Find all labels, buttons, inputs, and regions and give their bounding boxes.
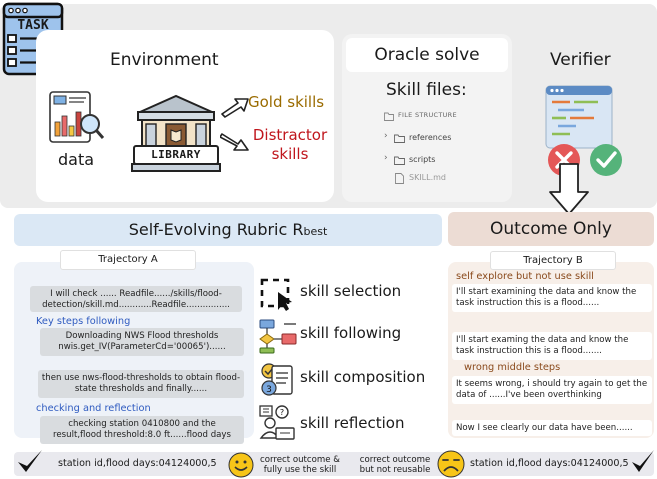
chevron-right-icon: › <box>384 153 388 163</box>
folder-icon <box>394 156 405 165</box>
checkmark-icon <box>630 448 656 476</box>
library-label: LIBRARY <box>151 148 201 161</box>
chevron-right-icon: › <box>384 131 388 141</box>
file-icon <box>395 173 404 184</box>
environment-title: Environment <box>110 50 219 70</box>
checking-reflection-note: checking and reflection <box>36 403 151 414</box>
trajectory-b-step: Now I see clearly our data have been....… <box>452 420 652 436</box>
data-chart-icon <box>46 88 106 146</box>
library-icon: LIBRARY <box>130 90 222 174</box>
skill-reflection-row: ? skill reflection <box>258 404 448 442</box>
skill-selection-row: skill selection <box>260 276 450 312</box>
skill-selection-label: skill selection <box>300 282 402 300</box>
svg-text:?: ? <box>280 408 284 417</box>
tree-item-references[interactable]: › references <box>382 130 508 146</box>
frown-icon <box>436 450 466 478</box>
checklist-icon: 3 <box>261 363 293 396</box>
verifier-title: Verifier <box>550 50 611 70</box>
trajectory-a-step: Downloading NWS Flood thresholds nwis.ge… <box>40 328 244 356</box>
skill-following-row: skill following <box>258 318 448 354</box>
bottom-bar <box>14 452 654 476</box>
skill-following-label: skill following <box>300 324 402 342</box>
svg-text:3: 3 <box>266 385 272 395</box>
trajectory-b-step: I'll start examing the data and know the… <box>452 332 652 360</box>
file-tree: FILE STRUCTURE › references › scripts SK… <box>382 106 508 186</box>
tree-item-scripts[interactable]: › scripts <box>382 152 508 168</box>
rubric-subscript: best <box>303 225 328 238</box>
verifier-icon <box>536 80 640 180</box>
caption-b: correct outcome but not reusable <box>359 455 431 475</box>
wrong-middle-steps-note: wrong middle steps <box>464 362 561 373</box>
key-steps-note: Key steps following <box>36 316 131 327</box>
worker-think-icon: ? <box>259 405 295 440</box>
data-label: data <box>58 150 95 169</box>
trajectory-a-tab[interactable]: Trajectory A <box>60 250 196 270</box>
result-b: station id,flood days:04124000,5 <box>470 458 629 469</box>
oracle-solve-title: Oracle solve <box>346 38 508 72</box>
distractor-skills-label: Distractor skills <box>252 126 328 163</box>
outcome-only-title: Outcome Only <box>448 212 654 246</box>
distractor-arrow-icon <box>219 130 250 152</box>
task-label: TASK <box>17 18 49 33</box>
down-arrow-icon <box>548 162 590 216</box>
skill-composition-row: 3 skill composition <box>258 360 448 398</box>
skill-composition-label: skill composition <box>300 368 426 386</box>
gold-arrow-icon <box>220 96 250 118</box>
trajectory-b-step: I'll start examining the data and know t… <box>452 284 652 312</box>
folder-icon <box>394 134 405 143</box>
tree-item-label: references <box>409 133 452 142</box>
result-a: station id,flood days:04124000,5 <box>58 458 217 469</box>
skill-files-title: Skill files: <box>386 80 467 100</box>
trajectory-a-step: I will check ...... Readfile....../skill… <box>30 286 242 312</box>
rubric-header: Self-Evolving Rubric Rbest <box>14 214 442 246</box>
gold-skills-label: Gold skills <box>248 93 325 111</box>
checkmark-icon <box>16 448 44 476</box>
folder-outline-icon <box>384 112 394 121</box>
trajectory-a-step: then use nws-flood-thresholds to obtain … <box>38 370 244 398</box>
trajectory-b-tab[interactable]: Trajectory B <box>490 251 616 270</box>
self-explore-note: self explore but not use skill <box>456 271 594 282</box>
rubric-title: Self-Evolving Rubric R <box>128 220 304 239</box>
skill-reflection-label: skill reflection <box>300 414 405 432</box>
caption-a: correct outcome & fully use the skill <box>260 455 340 475</box>
smiley-icon <box>228 452 254 478</box>
tree-item-skill-md[interactable]: SKILL.md <box>382 170 508 186</box>
trajectory-b-step: It seems wrong, i should try again to ge… <box>452 376 652 404</box>
file-tree-header: FILE STRUCTURE <box>382 110 508 124</box>
flowchart-icon <box>259 319 297 354</box>
dashed-cursor-icon <box>260 278 292 311</box>
tree-item-label: scripts <box>409 155 436 164</box>
trajectory-a-step: checking station 0410800 and the result,… <box>40 416 244 444</box>
file-tree-header-label: FILE STRUCTURE <box>398 111 457 119</box>
tree-item-label: SKILL.md <box>409 173 447 182</box>
